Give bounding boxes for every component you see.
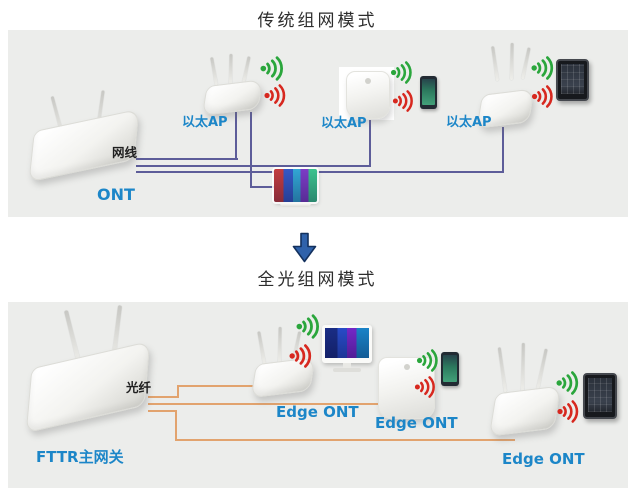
edge-ont-label-1: Edge ONT — [276, 403, 359, 421]
wifi-signal-green-icon — [390, 61, 412, 84]
ethernet-cable-segment — [250, 112, 252, 188]
wifi-signal-red-icon — [531, 85, 553, 108]
smartphone-device — [441, 352, 459, 386]
edge-ont-cube-device — [378, 357, 435, 419]
desktop-monitor-device — [322, 325, 372, 373]
smart-tv-device — [274, 169, 317, 209]
ethernet-cable-segment — [502, 127, 504, 173]
wifi-signal-red-icon — [289, 344, 312, 368]
tablet-screen — [588, 378, 612, 412]
tv-screen — [274, 169, 317, 202]
phone-screen — [443, 355, 457, 382]
traditional-mode-title: 传统组网模式 — [257, 11, 378, 31]
wifi-signal-red-icon — [557, 400, 579, 423]
fiber-cable-label: 光纤 — [126, 380, 152, 395]
antenna — [229, 53, 233, 85]
ethernet-cable-segment — [250, 186, 278, 188]
tablet-device — [583, 373, 617, 419]
fiber-cable-segment — [148, 403, 381, 405]
tv-stand — [280, 203, 311, 207]
optical-mode-title: 全光组网模式 — [257, 270, 378, 290]
ethernet-cable-segment — [369, 118, 371, 167]
ethernet-cable-segment — [136, 158, 238, 160]
fiber-cable-segment — [177, 386, 179, 398]
ethernet-ap-label-1: 以太AP — [182, 115, 228, 130]
wifi-signal-red-icon — [392, 90, 413, 112]
tablet-screen — [561, 64, 584, 94]
fiber-cable-segment — [148, 410, 177, 412]
wifi-signal-red-icon — [414, 376, 435, 398]
ethernet-cable-segment — [136, 165, 371, 167]
ethernet-cable-segment — [235, 112, 237, 160]
edge-ont-label-2: Edge ONT — [375, 414, 458, 432]
tablet-device — [556, 59, 589, 101]
wifi-signal-red-icon — [264, 84, 286, 107]
ethernet-ap-label-2: 以太AP — [321, 116, 367, 131]
ethernet-ap-cube-device — [346, 71, 390, 119]
wifi-signal-green-icon — [556, 371, 579, 395]
fiber-cable-segment — [175, 439, 515, 441]
ethernet-cable-segment — [136, 171, 504, 173]
antenna — [510, 42, 514, 81]
ethernet-cable-label: 网线 — [112, 145, 138, 160]
edge-ont-label-3: Edge ONT — [502, 450, 585, 468]
fiber-cable-segment — [175, 410, 177, 441]
down-arrow-icon — [292, 232, 317, 263]
fttr-gateway-label: FTTR主网关 — [36, 448, 124, 466]
ont-label: ONT — [97, 185, 135, 204]
monitor-base — [333, 368, 361, 372]
wifi-signal-green-icon — [531, 56, 554, 80]
fiber-cable-segment — [148, 396, 179, 398]
antenna — [278, 326, 282, 364]
smartphone-device — [420, 76, 437, 109]
monitor-screen — [325, 328, 369, 358]
wifi-signal-green-icon — [416, 349, 438, 372]
phone-screen — [422, 79, 435, 105]
wifi-signal-green-icon — [296, 314, 320, 339]
ethernet-ap-label-3: 以太AP — [446, 115, 492, 130]
fiber-cable-segment — [177, 385, 274, 387]
monitor-stand — [343, 363, 351, 368]
wifi-signal-green-icon — [260, 56, 284, 81]
